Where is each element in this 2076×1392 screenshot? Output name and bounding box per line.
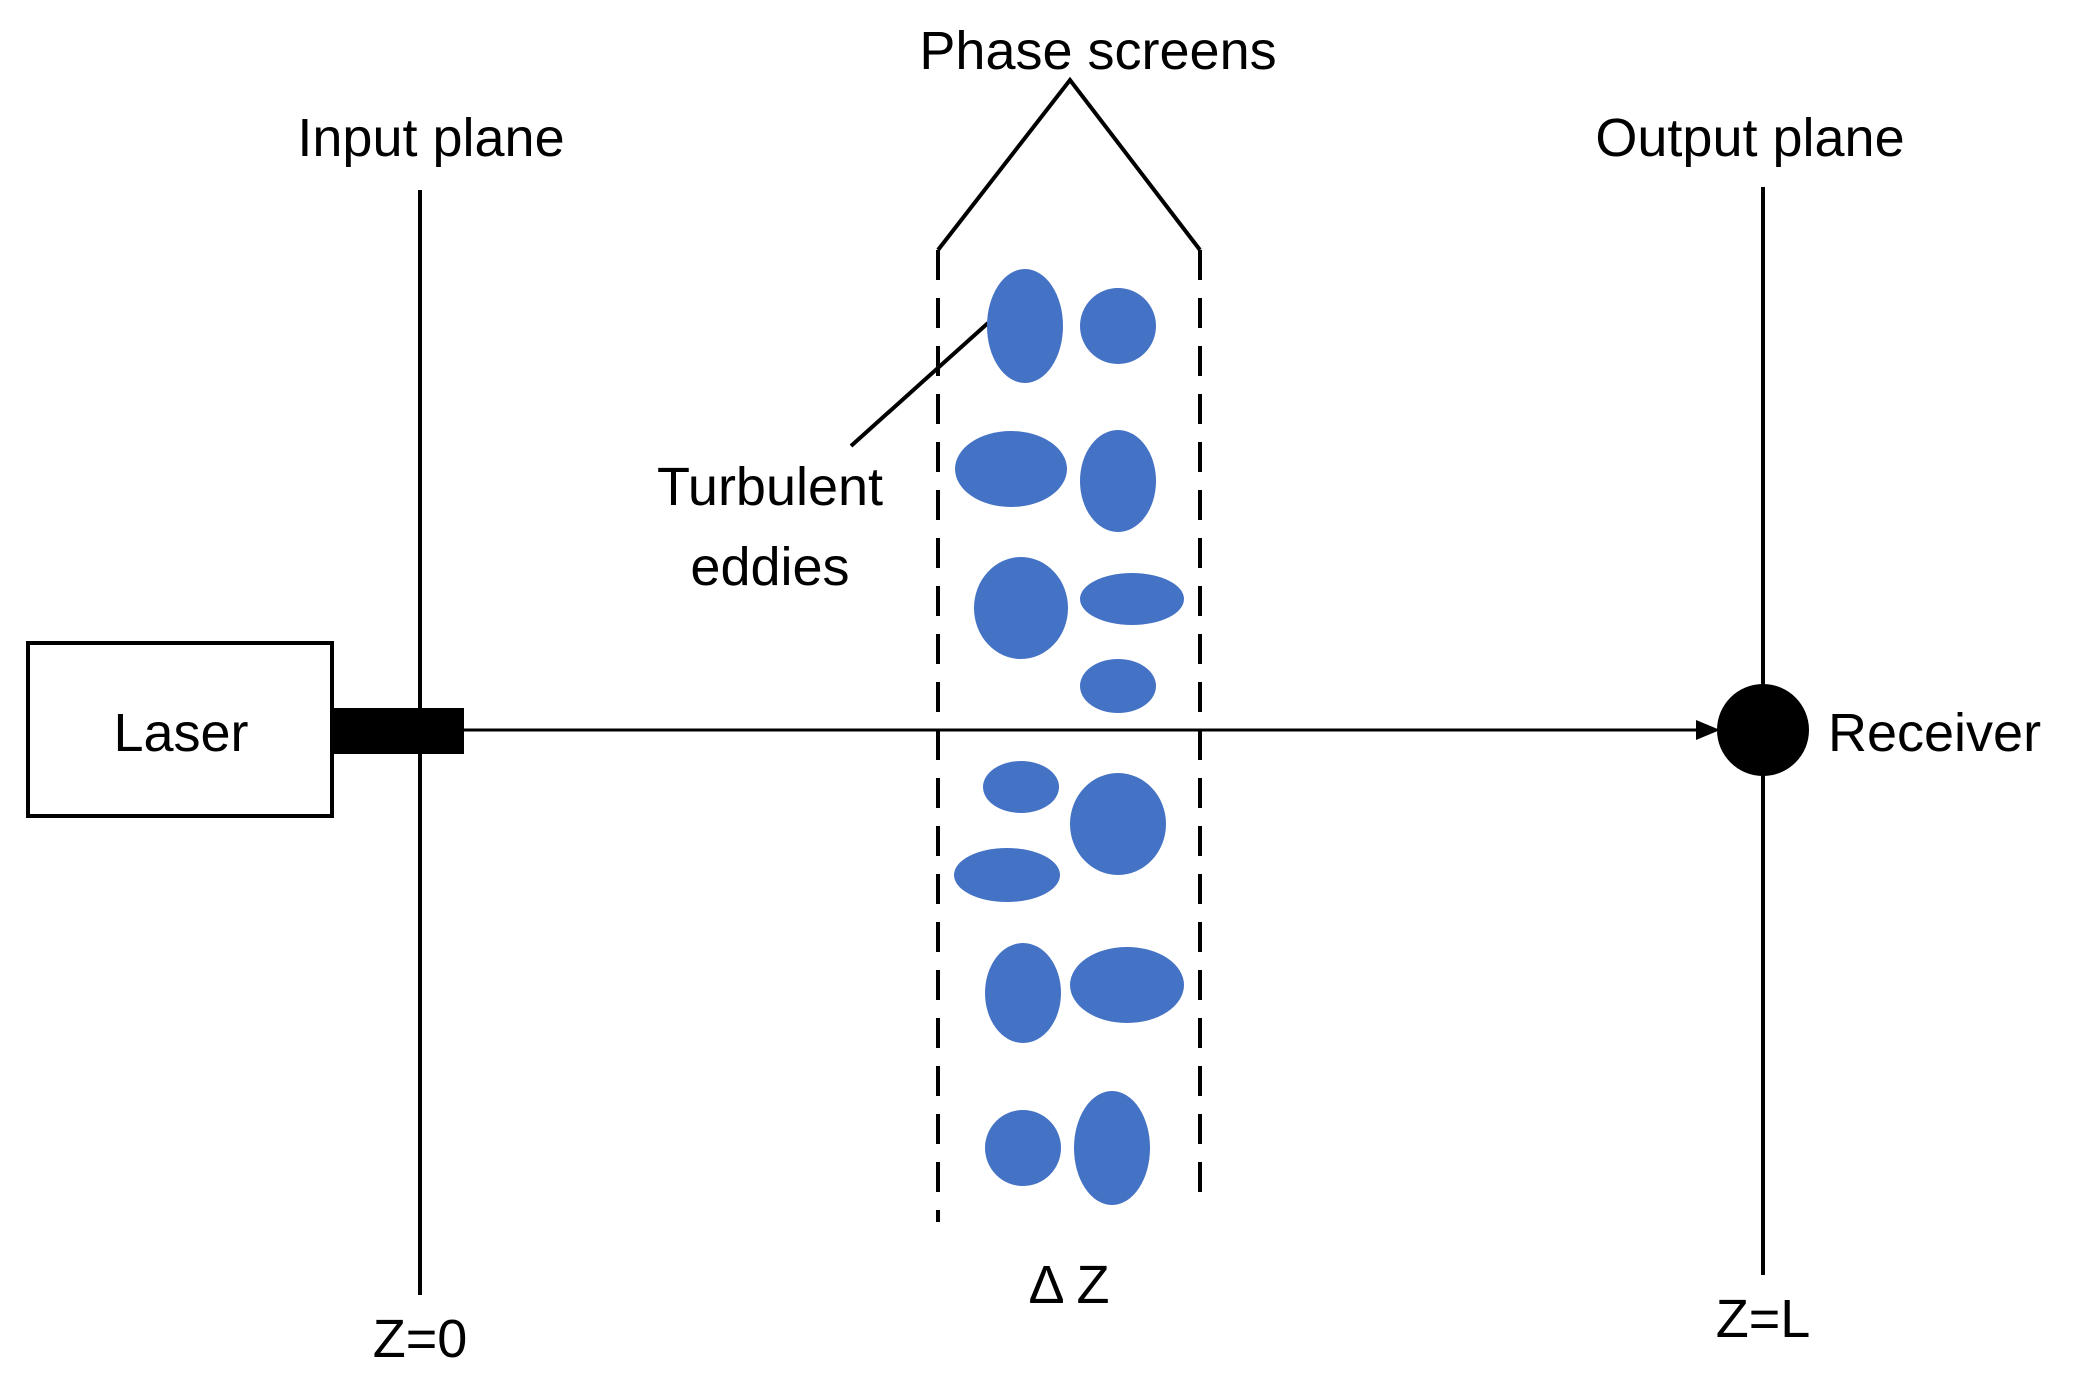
output-plane-label: Output plane xyxy=(1595,108,1905,168)
eddy xyxy=(974,557,1068,659)
eddy xyxy=(1080,288,1156,364)
eddy xyxy=(985,1110,1061,1186)
laser-aperture xyxy=(332,708,464,754)
turbulent-label: Turbulent xyxy=(656,457,884,517)
eddy xyxy=(985,943,1061,1043)
input-plane-label: Input plane xyxy=(297,108,565,168)
eddy xyxy=(1080,659,1156,713)
eddies-label: eddies xyxy=(690,537,850,597)
eddy xyxy=(987,269,1063,383)
receiver-dot xyxy=(1717,684,1809,776)
eddy xyxy=(1070,947,1184,1023)
beam-arrowhead xyxy=(1696,720,1720,740)
phase-screens-label: Phase screens xyxy=(919,21,1277,81)
eddy xyxy=(1070,773,1166,875)
eddy xyxy=(1080,573,1184,625)
laser-box xyxy=(26,641,334,818)
eddy xyxy=(954,848,1060,902)
laser-label: Laser xyxy=(113,703,249,763)
turbulent-eddies xyxy=(954,269,1184,1205)
z0-label: Z=0 xyxy=(372,1309,468,1369)
eddy xyxy=(1074,1091,1150,1205)
receiver-label: Receiver xyxy=(1828,703,2042,763)
eddy xyxy=(1080,430,1156,532)
eddy xyxy=(983,761,1059,813)
eddy xyxy=(955,431,1067,507)
zl-label: Z=L xyxy=(1715,1289,1811,1349)
delta-z-label: Δ Z xyxy=(1028,1255,1110,1315)
eddy-pointer-line xyxy=(849,321,990,448)
phase-screens-bracket xyxy=(936,76,1202,252)
